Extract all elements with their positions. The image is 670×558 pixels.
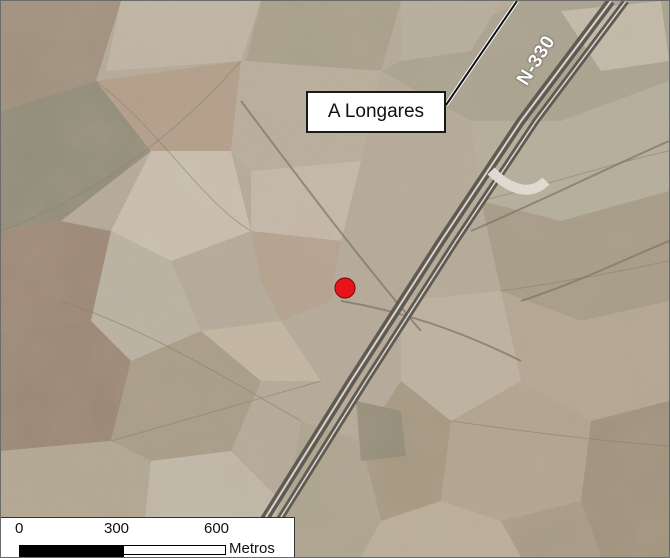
highway-n330: [237, 1, 629, 557]
scale-tick-600: 600: [204, 520, 230, 537]
scale-segment-dark: [19, 545, 124, 557]
place-callout-label: A Longares: [327, 101, 425, 122]
place-callout[interactable]: A Longares: [306, 91, 446, 133]
field-boundaries: [1, 60, 669, 447]
location-marker[interactable]: [334, 277, 356, 299]
callout-leader-line-core: [445, 1, 518, 106]
scale-segment-light: [123, 545, 226, 555]
scale-tick-0: 0: [15, 520, 24, 537]
scale-bar: 0 300 600 Metros: [1, 517, 295, 557]
scale-tick-300: 300: [104, 520, 130, 537]
scale-unit-label: Metros: [229, 540, 275, 557]
